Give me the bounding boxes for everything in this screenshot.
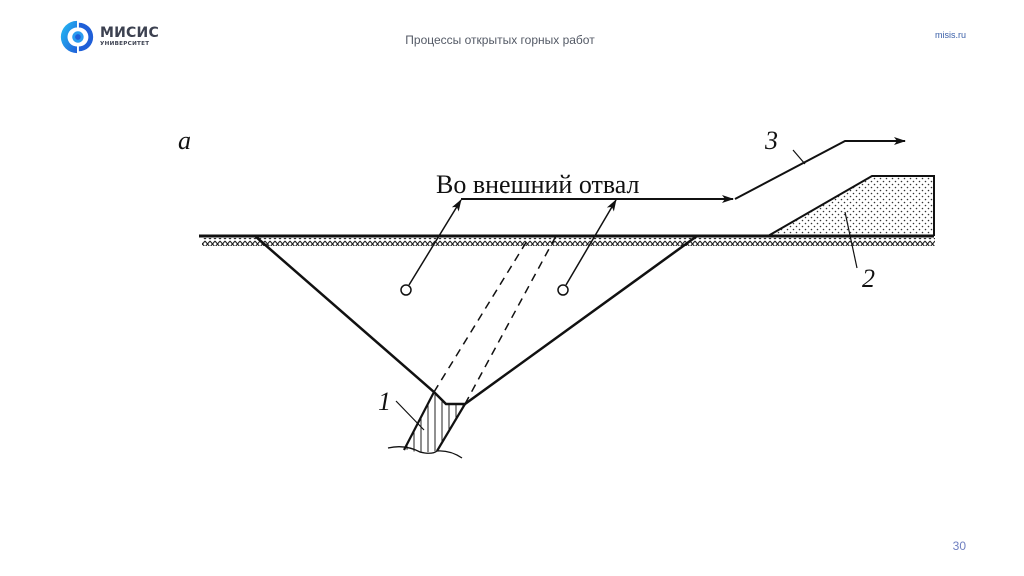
- leader-3: [792, 149, 806, 165]
- callout-1: 1: [378, 387, 391, 416]
- soil-hatching: [202, 238, 935, 246]
- loading-point-left: [400, 284, 412, 296]
- leader-2: [844, 211, 858, 269]
- logo-subtitle: УНИВЕРСИТЕТ: [100, 41, 150, 48]
- dashed-line-left: [433, 235, 531, 393]
- transport-route: [734, 137, 906, 200]
- callout-2: 2: [862, 264, 875, 293]
- external-dump: [767, 175, 935, 237]
- page-number: 30: [952, 539, 966, 553]
- panel-label: а: [178, 126, 191, 155]
- ore-body: [387, 391, 466, 459]
- pit-contour: [254, 234, 698, 406]
- slide-title: Процессы открытых горных работ: [405, 33, 595, 47]
- leader-1: [395, 400, 425, 431]
- site-link[interactable]: misis.ru: [935, 30, 966, 40]
- loading-point-right: [557, 284, 569, 296]
- dashed-line-right: [464, 235, 557, 405]
- logo-name: МИСИС: [100, 25, 159, 42]
- main-label: Во внешний отвал: [436, 170, 640, 199]
- university-logo: МИСИС УНИВЕРСИТЕТ: [58, 17, 178, 57]
- misis-logo-icon: [60, 20, 94, 54]
- callout-3: 3: [764, 126, 778, 155]
